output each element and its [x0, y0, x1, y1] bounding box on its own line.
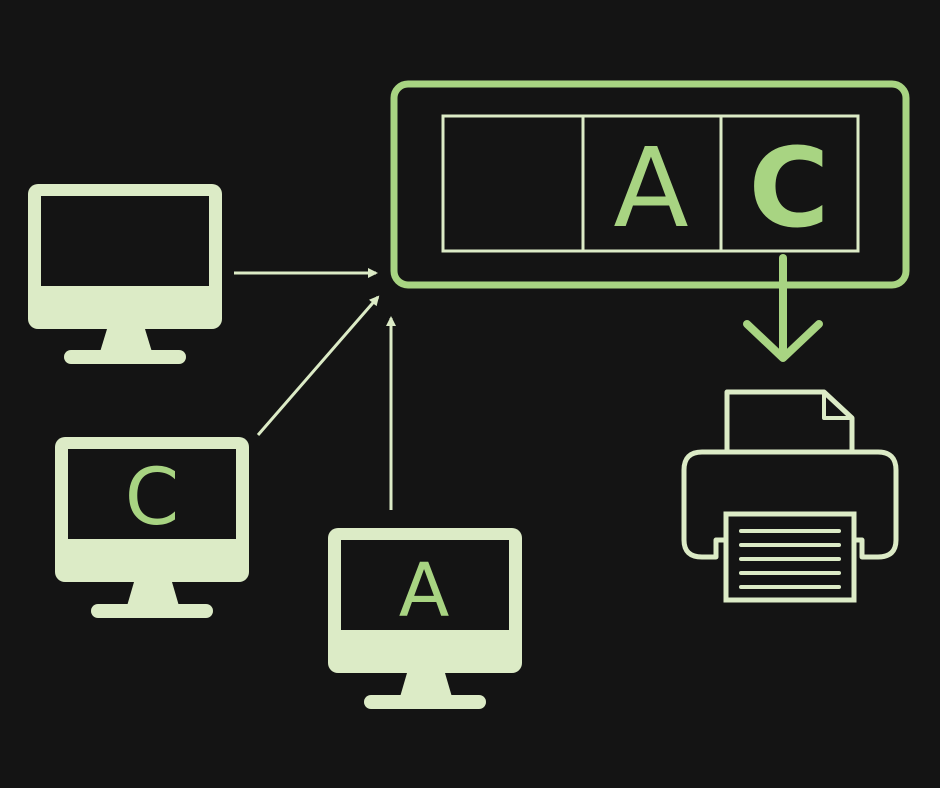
arrow-computer-2-to-queue [256, 295, 380, 436]
queue-slot-1 [441, 114, 585, 253]
computer-3-screen-letter: A [399, 548, 450, 634]
computer-2-screen-letter: C [125, 453, 179, 543]
queue-outer-frame [390, 80, 910, 289]
queue-slot-3-letter: C [749, 124, 830, 252]
computer-3: A [328, 528, 522, 709]
queue-slot-2-letter: A [613, 124, 688, 252]
arrow-queue-to-printer [743, 254, 823, 362]
monitor-icon [28, 184, 222, 364]
printer-icon [681, 389, 899, 603]
computer-2: C [55, 437, 249, 618]
queue-slot-3 [719, 114, 860, 253]
computer-1 [28, 184, 222, 364]
monitor-icon [328, 528, 522, 709]
monitor-icon [55, 437, 249, 618]
print-queue: A C [390, 80, 910, 289]
